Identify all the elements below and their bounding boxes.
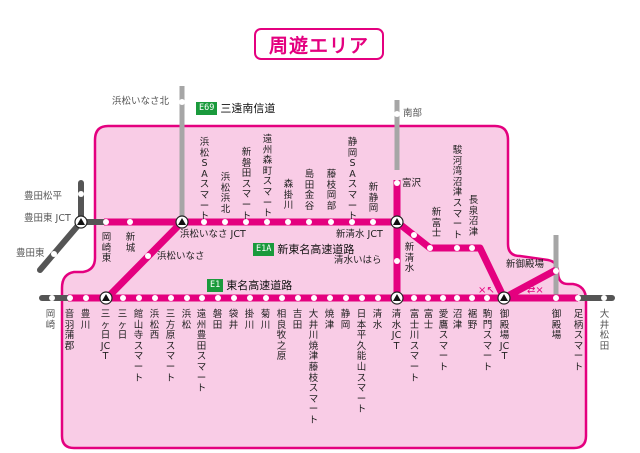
label-hamamatsu-inasa-jct: 浜松いなさ JCT xyxy=(180,229,246,240)
station-label: 富士 xyxy=(423,309,434,331)
label-toyota-higashi: 豊田東 xyxy=(16,248,45,259)
station-label: 静岡SAスマート xyxy=(347,137,358,223)
station-label: 相良牧之原 xyxy=(276,309,287,363)
station-label: 磐田 xyxy=(212,309,223,331)
station-label: 清水JCT xyxy=(391,309,402,352)
road-name: 三遠南信道 xyxy=(220,102,276,115)
label-shin-shimizu-jct: 新清水 JCT xyxy=(336,229,383,240)
label-surugawan-numazu: 駿河湾沼津スマート xyxy=(452,145,463,241)
station-label: 遠州森町スマート xyxy=(262,134,273,220)
label-nanbu: 南部 xyxy=(403,108,423,119)
station-label: 浜松西 xyxy=(149,309,160,342)
station-label: 愛鷹スマート xyxy=(438,309,449,373)
station-label: 新静岡 xyxy=(368,182,379,215)
label-toyota-higashi-jct: 豊田東 JCT xyxy=(24,213,71,224)
station-label: 掛川 xyxy=(244,309,255,331)
station-label: 森掛川 xyxy=(283,179,294,212)
station-label: 清水 xyxy=(372,309,383,331)
label-okazaki: 岡崎 xyxy=(45,309,56,331)
label-hamamatsu-inasa: 浜松いなさ xyxy=(157,251,205,262)
label-oimatsuda: 大井松田 xyxy=(599,309,610,352)
excursion-area xyxy=(60,124,588,450)
station-label: 新城 xyxy=(125,232,136,254)
station-label: 三ヶ日JCT xyxy=(100,309,111,363)
svg-text:⇄×: ⇄× xyxy=(527,285,544,296)
road-badge: E1A xyxy=(253,242,275,256)
station-label: 吉田 xyxy=(292,309,303,331)
road-name: 新東名高速道路 xyxy=(277,243,355,256)
station-label: 静岡 xyxy=(340,309,351,331)
station-label: 新磐田スマート xyxy=(241,147,252,222)
station-label: 焼津 xyxy=(324,309,335,331)
station-label: 浜松SAスマート xyxy=(199,137,210,223)
road-name: 東名高速道路 xyxy=(226,279,293,292)
station-label: 日本平久能山スマート xyxy=(356,309,367,416)
station-label: 袋井 xyxy=(228,309,239,331)
station-label: 浜松 xyxy=(181,309,192,331)
label-hamamatsu-inasa-kita: 浜松いなさ北 xyxy=(112,96,170,107)
station-label: 富士川スマート xyxy=(409,309,420,384)
station-label: 藤枝岡部 xyxy=(326,169,337,212)
station-label: 音羽蒲郡 xyxy=(64,309,75,352)
label-shin-shimizu: 新清水 xyxy=(404,242,415,275)
station-label: 足柄スマート xyxy=(573,309,584,373)
label-fujisawa: 富沢 xyxy=(402,178,422,189)
station-label: 沼津 xyxy=(452,309,463,331)
station-label: 島田金谷 xyxy=(304,169,315,212)
label-shin-fuji: 新富士 xyxy=(431,207,442,240)
road-badge: E1 xyxy=(207,278,224,292)
svg-text:×↖: ×↖ xyxy=(478,285,495,296)
station-label: 三ヶ日 xyxy=(117,309,128,342)
station-label: 館山寺スマート xyxy=(133,309,144,384)
station-label: 豊川 xyxy=(80,309,91,331)
station-label: 菊川 xyxy=(260,309,271,331)
station-label: 大井川焼津藤枝スマート xyxy=(308,309,319,426)
station-label: 御殿場JCT xyxy=(499,309,510,363)
label-shimizu-ihara: 清水いはら xyxy=(334,255,382,266)
jct-icons xyxy=(74,215,511,305)
station-label: 御殿場 xyxy=(551,309,562,342)
station-label: 裾野 xyxy=(467,309,478,331)
station-label: 岡崎東 xyxy=(101,232,112,265)
page-title: 周遊エリア xyxy=(254,28,384,60)
label-toyota-matsudaira: 豊田松平 xyxy=(24,191,63,202)
station-label: 遠州豊田スマート xyxy=(196,309,207,395)
station-label: 浜松浜北 xyxy=(220,172,231,215)
label-nagaizumi-numazu: 長泉沼津 xyxy=(468,195,479,238)
station-label: 駒門スマート xyxy=(482,309,493,373)
label-shin-gotemba: 新御殿場 xyxy=(506,259,545,270)
station-label: 三方原スマート xyxy=(165,309,176,384)
road-badge: E69 xyxy=(196,101,218,115)
